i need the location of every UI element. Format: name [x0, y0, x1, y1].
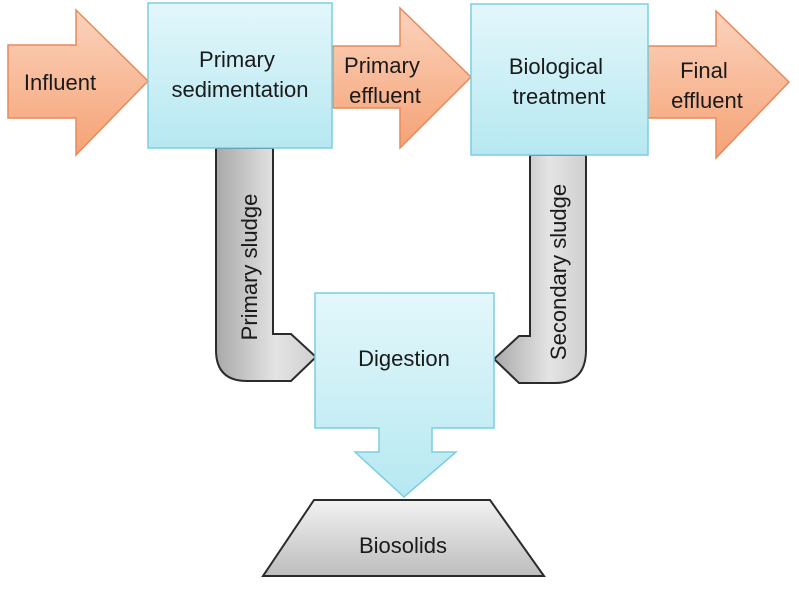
secondary-sludge-arrow: Secondary sludge [492, 154, 587, 384]
primary-sludge-label: Primary sludge [237, 194, 262, 341]
primary-effluent-label: Primary effluent [344, 53, 426, 108]
final-effluent-label: Final effluent [671, 58, 743, 113]
influent-label: Influent [24, 70, 96, 95]
primary-effluent-arrow: Primary effluent [332, 6, 473, 150]
primary-sedimentation-box: Primary sedimentation [147, 2, 333, 149]
final-effluent-arrow: Final effluent [647, 9, 791, 160]
primary-sedimentation-label: Primary sedimentation [172, 47, 309, 102]
secondary-sludge-label: Secondary sludge [546, 184, 571, 360]
biosolids-shape: Biosolids [261, 499, 546, 577]
biosolids-label: Biosolids [359, 533, 447, 558]
biological-treatment-label: Biological treatment [509, 54, 609, 109]
digestion-box: Digestion [314, 292, 495, 499]
biological-treatment-box: Biological treatment [470, 3, 649, 156]
digestion-label: Digestion [358, 346, 450, 371]
influent-arrow: Influent [7, 8, 150, 157]
primary-sludge-arrow: Primary sludge [215, 147, 318, 382]
